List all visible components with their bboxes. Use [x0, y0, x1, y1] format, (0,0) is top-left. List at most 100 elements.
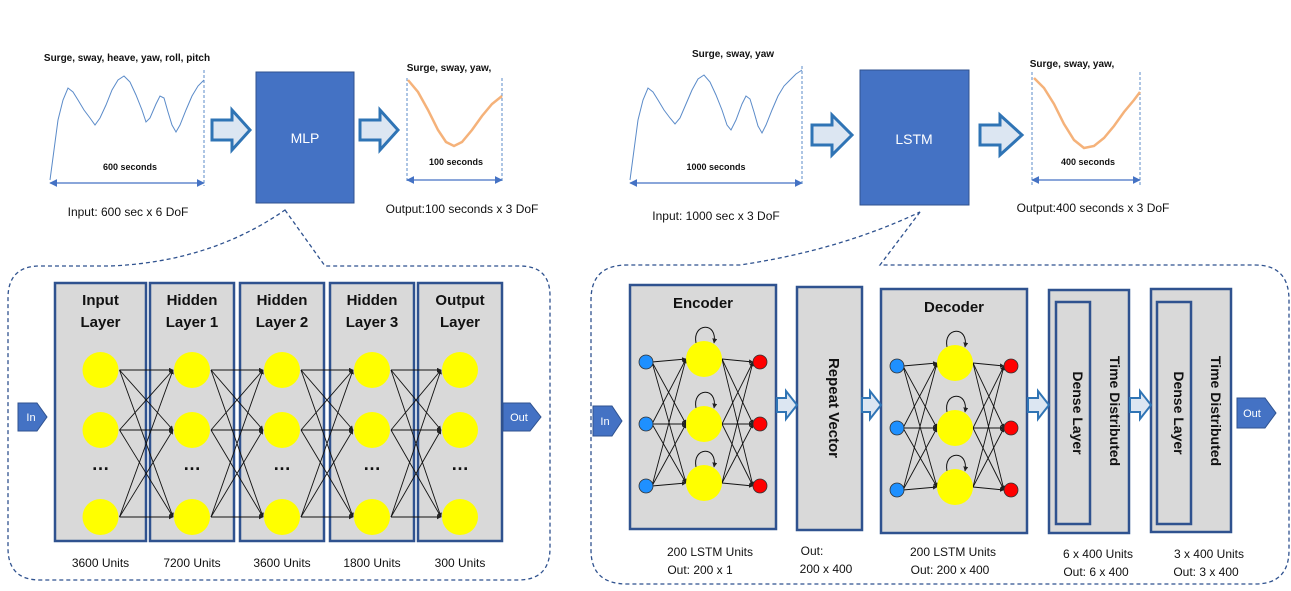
- td2-caption-units: 3 x 400 Units: [1174, 547, 1244, 561]
- lstm-cell: [937, 469, 973, 505]
- dense-layer-label-2: Dense Layer: [1171, 371, 1187, 455]
- lstm-model-box: [859, 69, 970, 206]
- neuron: [174, 499, 210, 535]
- neuron: [354, 499, 390, 535]
- encoder-caption-units: 200 LSTM Units: [667, 545, 753, 559]
- lstm-connection: [651, 361, 687, 425]
- neuron: [442, 352, 478, 388]
- time-distributed-label-1: Time Distributed: [1107, 356, 1123, 466]
- lstm-out-arrow: [1236, 397, 1277, 429]
- lstm-connection: [902, 362, 939, 491]
- lstm-connection: [651, 358, 688, 487]
- neuron: [264, 352, 300, 388]
- lstm-connection: [972, 427, 1005, 488]
- mlp-layer-title: Input: [82, 292, 119, 309]
- neuron: [174, 412, 210, 448]
- td2-caption-out: Out: 3 x 400: [1173, 565, 1239, 579]
- repeat-to-decoder-arrow: [861, 388, 883, 422]
- lstm-connection: [721, 358, 754, 425]
- neuron: [82, 412, 119, 448]
- lstm-in-block-arrow: [810, 111, 855, 159]
- output-node: [752, 416, 768, 432]
- neuron: [82, 352, 119, 388]
- mlp-layer-title: Hidden: [257, 292, 308, 309]
- lstm-connection: [721, 361, 754, 425]
- neuron: [82, 499, 119, 535]
- mlp-layer-title: Hidden: [167, 292, 218, 309]
- input-node: [638, 354, 654, 370]
- decoder-title: Decoder: [924, 299, 984, 316]
- repeat-caption-out: Out:: [801, 544, 824, 558]
- lstm-connection: [651, 357, 687, 363]
- recurrent-loop: [695, 326, 718, 344]
- lstm-input-duration: 1000 seconds: [686, 162, 745, 172]
- lstm-output-duration: 400 seconds: [1061, 157, 1115, 167]
- neuron: [442, 412, 478, 448]
- decoder-caption-units: 200 LSTM Units: [910, 545, 996, 559]
- recurrent-loop: [946, 454, 969, 472]
- mlp-in-label: In: [26, 412, 35, 424]
- lstm-model-label: LSTM: [895, 131, 932, 147]
- mlp-connection: [210, 369, 264, 431]
- input-node: [889, 358, 905, 374]
- lstm-output-signal-plot: [1033, 77, 1141, 150]
- mlp-layer-title: Hidden: [347, 292, 398, 309]
- mlp-out-label: Out: [510, 412, 528, 424]
- encoder-to-repeat-arrow: [776, 388, 799, 422]
- lstm-connection: [972, 362, 1005, 368]
- lstm-connection: [721, 361, 755, 484]
- mlp-output-signal-plot: [407, 79, 503, 148]
- mlp-output-caption: Output:100 seconds x 3 DoF: [386, 202, 539, 216]
- repeat-vector-title: Repeat Vector: [825, 358, 842, 458]
- mlp-model-box: [255, 71, 355, 204]
- lstm-out-label: Out: [1243, 408, 1261, 420]
- lstm-connection: [972, 362, 1005, 429]
- neuron: [442, 499, 478, 535]
- mlp-connection: [119, 369, 174, 431]
- encoder-caption-out: Out: 200 x 1: [667, 563, 733, 577]
- lstm-connection: [902, 361, 938, 367]
- lstm-output-caption: Output:400 seconds x 3 DoF: [1017, 201, 1170, 215]
- output-node: [752, 478, 768, 494]
- mlp-connection: [390, 429, 442, 518]
- mlp-layer-subtitle: Layer 2: [256, 314, 309, 331]
- lstm-cell: [937, 345, 973, 381]
- lstm-connection: [721, 423, 754, 484]
- dense-layer-label-1: Dense Layer: [1070, 371, 1086, 455]
- mlp-connection: [390, 369, 442, 431]
- mlp-input-signal-plot: [49, 75, 205, 181]
- mlp-input-signal-title: Surge, sway, heave, yaw, roll, pitch: [44, 53, 210, 64]
- lstm-cell: [686, 465, 722, 501]
- lstm-input-signal-title: Surge, sway, yaw: [692, 49, 774, 60]
- output-node: [1003, 482, 1019, 498]
- decoder-to-td1-arrow: [1027, 388, 1051, 422]
- lstm-output-signal-title: Surge, sway, yaw,: [1030, 59, 1115, 70]
- neuron: [354, 352, 390, 388]
- mlp-layer-units: 3600 Units: [72, 556, 129, 570]
- recurrent-loop: [695, 391, 718, 409]
- input-node: [889, 420, 905, 436]
- recurrent-loop: [946, 395, 969, 413]
- lstm-connection: [972, 427, 1005, 491]
- lstm-connection: [651, 423, 687, 487]
- mlp-ellipsis: …: [183, 454, 201, 474]
- output-node: [752, 354, 768, 370]
- input-node: [638, 416, 654, 432]
- lstm-detail-panel: In Out Encoder 200 LSTM Units Out: 200 x…: [590, 211, 1290, 585]
- mlp-model-label: MLP: [291, 130, 320, 146]
- mlp-layer-subtitle: Layer: [440, 314, 480, 331]
- td1-to-td2-arrow: [1129, 388, 1153, 422]
- lstm-connection: [721, 358, 754, 364]
- mlp-ellipsis: …: [273, 454, 291, 474]
- mlp-connection: [119, 429, 174, 518]
- lstm-connection: [651, 423, 687, 484]
- lstm-connection: [972, 365, 1005, 429]
- lstm-connection: [721, 482, 754, 488]
- mlp-in-block-arrow: [210, 106, 253, 154]
- lstm-connection: [972, 486, 1005, 492]
- mlp-layer-subtitle: Layer: [80, 314, 120, 331]
- mlp-connection: [300, 369, 354, 431]
- mlp-layer-units: 3600 Units: [253, 556, 310, 570]
